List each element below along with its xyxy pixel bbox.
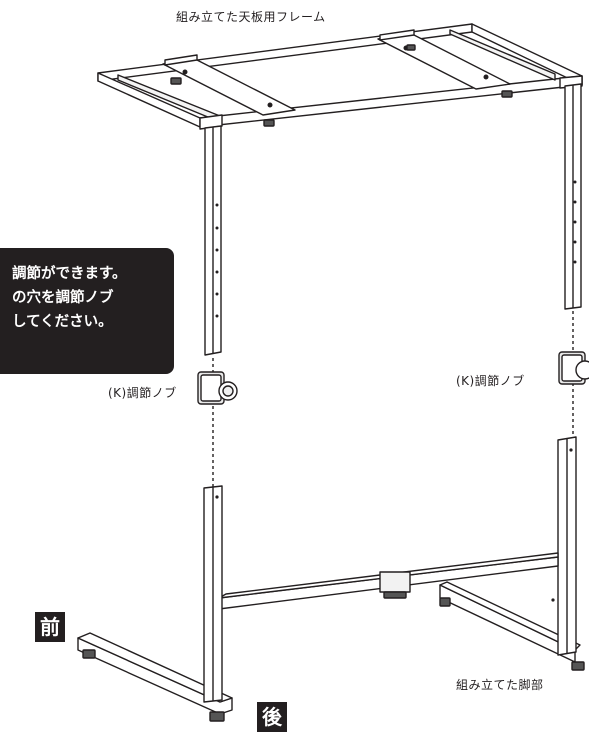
upper-post-right [564,83,582,310]
alignment-guides [212,311,574,487]
knob-label-left: (K)調節ノブ [108,386,177,400]
knob-right [558,351,589,385]
notice-line-2: の穴を調節ノブ [12,290,114,306]
notice-line-3: してください。 [12,314,113,330]
notice-box: 調節ができます。 の穴を調節ノブ してください。 [0,248,174,374]
upper-post-left [204,125,222,356]
back-badge: 後 [257,702,287,732]
leg-assembly [77,436,585,722]
knob-left [197,371,238,405]
front-badge: 前 [35,612,65,642]
notice-line-1: 調節ができます。 [12,266,127,282]
top-frame [97,23,583,130]
knob-label-right: (K)調節ノブ [456,374,525,388]
legs-label: 組み立てた脚部 [456,678,544,692]
frame-label: 組み立てた天板用フレーム [176,10,326,24]
